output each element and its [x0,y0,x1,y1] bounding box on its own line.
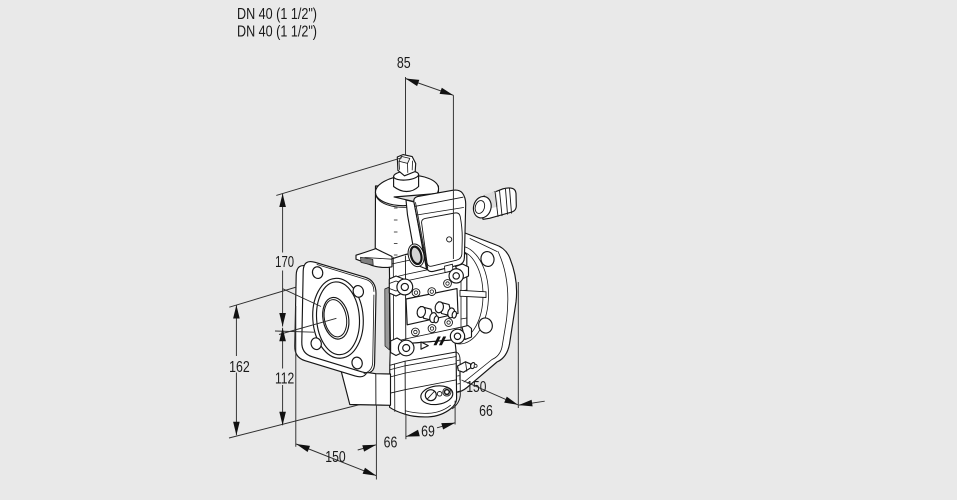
svg-text:162: 162 [229,359,250,376]
svg-text:112: 112 [275,371,294,388]
svg-text:DN 40 (1 1/2"): DN 40 (1 1/2") [237,6,317,23]
svg-text:170: 170 [275,254,294,271]
svg-text:150: 150 [325,449,345,466]
svg-text:69: 69 [421,424,435,441]
svg-text:66: 66 [479,403,493,420]
svg-text:150: 150 [466,379,486,396]
svg-text:85: 85 [397,55,411,72]
svg-text:DN 40 (1 1/2"): DN 40 (1 1/2") [237,24,317,41]
svg-text:66: 66 [384,434,398,451]
